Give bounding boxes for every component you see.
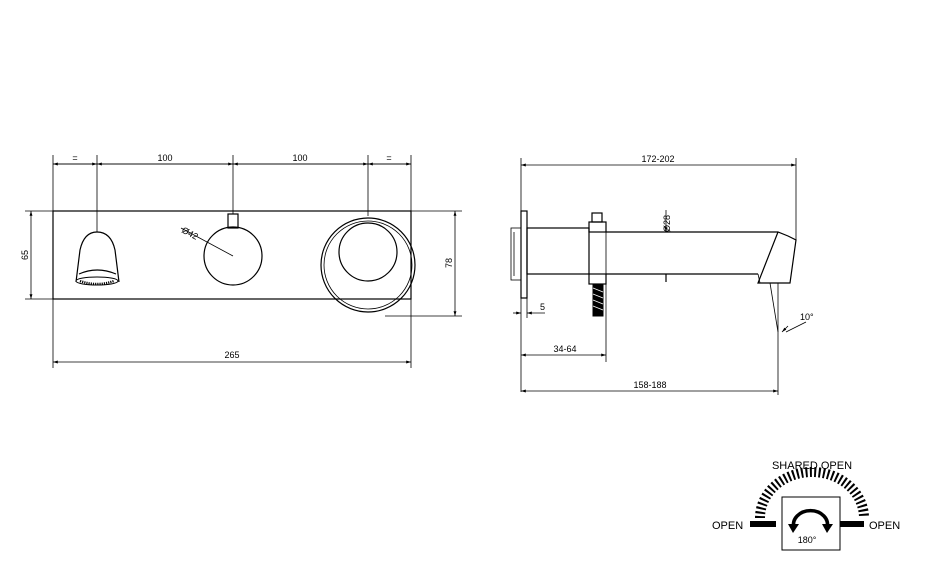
dial-center-box (781, 496, 841, 551)
spout-outlet (75, 231, 120, 286)
side-valve (588, 212, 607, 362)
dim-wall-range: 34-64 (553, 344, 576, 354)
rotation-dial: SHARED OPEN OPEN OPEN 180° (712, 460, 900, 551)
rotation-arrow-icon (788, 508, 833, 533)
side-body (526, 227, 590, 275)
dial-top-label: SHARED OPEN (772, 460, 852, 472)
front-plate (52, 210, 412, 300)
dim-spacing-1: 100 (157, 153, 172, 163)
dial-left-label: OPEN (712, 520, 743, 532)
center-handle: Ø42 (180, 213, 263, 286)
dim-total-height: 78 (444, 258, 454, 268)
diverter-handle (320, 217, 416, 313)
dial-right-label: OPEN (869, 520, 900, 532)
dim-handle-diameter: Ø42 (180, 225, 200, 242)
dim-left-equal: = (72, 153, 77, 163)
front-view: = 100 100 = 65 78 265 Ø42 (20, 153, 462, 368)
dim-angle: 10° (800, 312, 814, 322)
side-spout (606, 231, 797, 333)
left-open-bar (750, 521, 776, 527)
dial-arc (755, 467, 869, 519)
side-wall-plate (520, 210, 528, 299)
dim-total-width: 265 (224, 350, 239, 360)
right-open-bar (838, 521, 864, 527)
dial-rotation-label: 180° (798, 535, 817, 545)
side-view: 172-202 Ø28 5 (510, 154, 814, 395)
dim-spacing-2: 100 (292, 153, 307, 163)
dim-right-equal: = (386, 153, 391, 163)
dim-height: 65 (20, 250, 30, 260)
dim-spout-diameter: Ø28 (662, 215, 672, 232)
dim-spout-range: 158-188 (633, 380, 666, 390)
dim-projection-range: 172-202 (641, 154, 674, 164)
dim-plate-thickness: 5 (540, 302, 545, 312)
